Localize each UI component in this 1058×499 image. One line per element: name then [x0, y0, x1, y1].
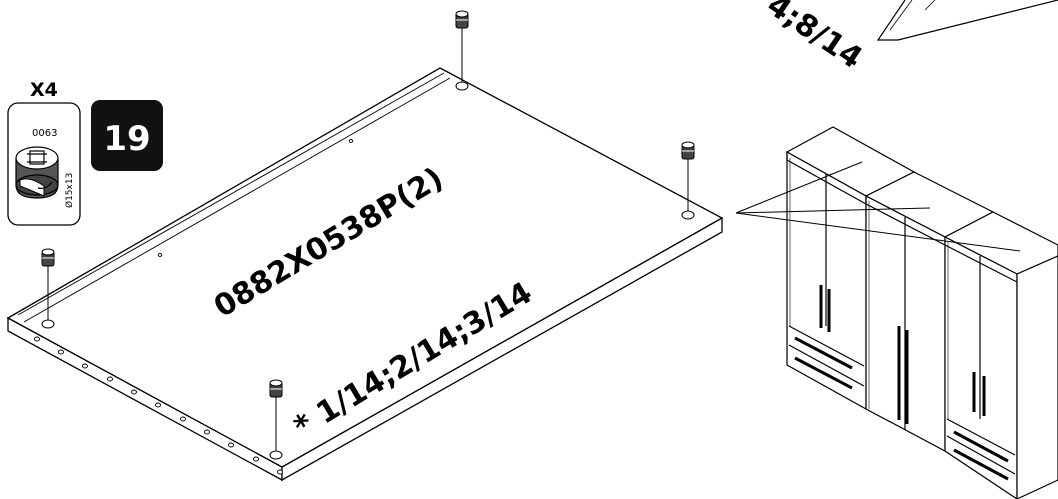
step-number: 19: [103, 119, 150, 159]
cam-fitting-icon: [269, 379, 283, 398]
cam-lock-fitting-icon: [15, 146, 59, 199]
cam-fittings: [41, 10, 695, 460]
edge-holes: [34, 336, 283, 475]
cam-fitting-icon: [681, 141, 695, 160]
cam-fitting-icon: [41, 248, 55, 267]
part-size: Ø15x13: [64, 173, 75, 208]
cam-fitting-icon: [455, 10, 469, 29]
step-badge: 19: [91, 100, 163, 171]
surface-holes: [157, 139, 354, 257]
quantity-label: X4: [30, 79, 58, 101]
part-code: 0063: [32, 128, 57, 139]
main-panel: [6, 67, 724, 482]
top-panel-label: 4;8/14: [761, 0, 869, 76]
part-callout-box: 0063 Ø15x13: [7, 102, 81, 226]
wardrobe-overview: [785, 126, 1058, 499]
pointer-lines: [735, 161, 1021, 252]
wardrobe-handles: [794, 285, 1009, 481]
top-right-panel-fragment: [876, 0, 1058, 41]
